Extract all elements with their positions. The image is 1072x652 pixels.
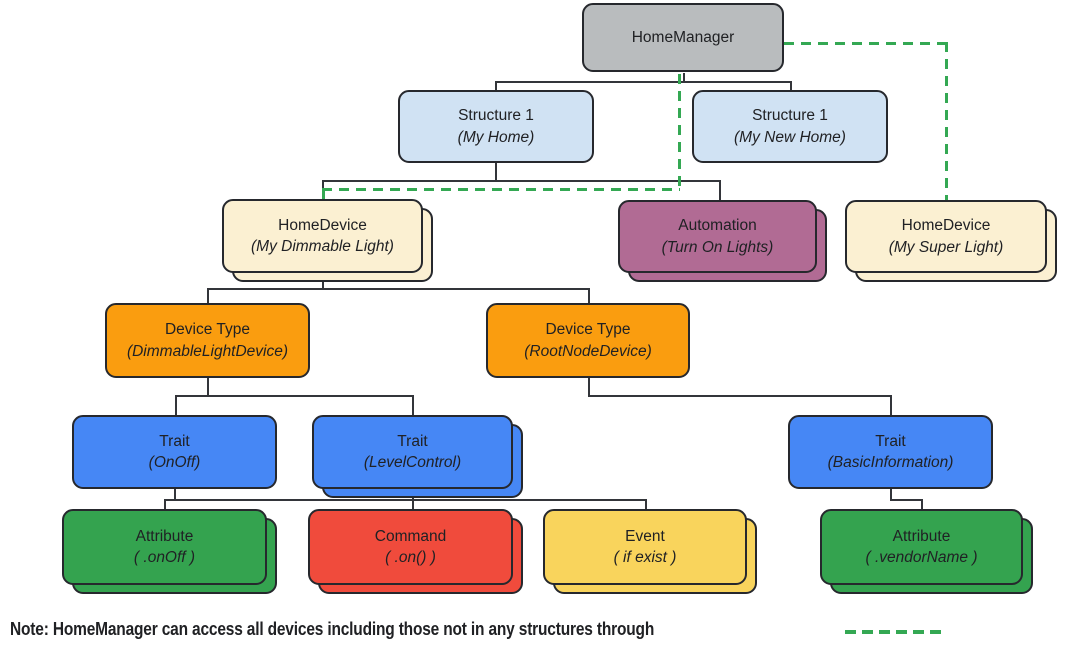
node-sublabel: (LevelControl)	[363, 454, 462, 471]
connector-line	[207, 288, 209, 303]
connector-line	[175, 395, 414, 397]
legend-dashed-line	[845, 630, 945, 634]
node-sublabel: ( .onOff )	[133, 549, 196, 566]
node-sublabel: ( if exist )	[613, 549, 677, 566]
connector-line	[588, 378, 590, 397]
node-label: Command	[374, 527, 447, 545]
connector-line	[495, 81, 497, 90]
connector-line	[412, 395, 414, 415]
node-label: HomeDevice	[901, 217, 991, 235]
node-label: HomeDevice	[278, 216, 367, 234]
node-sublabel: (BasicInformation)	[827, 454, 954, 471]
node-structure-1-my-new-home: Structure 1 (My New Home)	[692, 90, 888, 163]
node-sublabel: ( .vendorName )	[865, 549, 978, 566]
dashed-connector-line	[322, 190, 325, 200]
dashed-connector-line	[322, 188, 680, 191]
connector-line	[588, 288, 590, 303]
node-structure-1-my-home: Structure 1 (My Home)	[398, 90, 594, 163]
node-label: Trait	[159, 432, 190, 450]
connector-line	[588, 395, 892, 397]
connector-line	[174, 489, 176, 501]
connector-line	[207, 378, 209, 397]
node-sublabel: ( .on() )	[385, 549, 436, 566]
node-automation-turn-on-lights: Automation (Turn On Lights)	[618, 200, 817, 273]
node-label: Attribute	[135, 527, 194, 545]
connector-line	[164, 499, 647, 501]
node-label: Structure 1	[752, 107, 828, 125]
node-label: Device Type	[164, 321, 250, 339]
node-sublabel: (RootNodeDevice)	[524, 342, 652, 360]
connector-line	[719, 180, 721, 200]
connector-line	[790, 81, 792, 90]
connector-line	[495, 81, 792, 83]
dashed-connector-line	[784, 42, 947, 45]
node-sublabel: (Turn On Lights)	[661, 238, 774, 256]
node-label: HomeManager	[631, 28, 735, 46]
connector-line	[890, 499, 923, 501]
node-sublabel: (OnOff)	[148, 454, 201, 471]
node-label: Attribute	[892, 527, 951, 545]
node-sublabel: (My Super Light)	[888, 238, 1004, 256]
dashed-connector-line	[678, 74, 681, 190]
node-sublabel: (My Dimmable Light)	[251, 238, 394, 255]
connector-line	[890, 489, 892, 501]
node-sublabel: (My Home)	[457, 128, 535, 146]
node-attribute-onoff: Attribute ( .onOff )	[62, 509, 267, 585]
connector-line	[412, 489, 414, 510]
node-trait-onoff: Trait (OnOff)	[72, 415, 277, 489]
node-sublabel: (My New Home)	[734, 128, 846, 146]
connector-line	[921, 499, 923, 509]
connector-line	[322, 180, 721, 182]
connector-line	[890, 395, 892, 415]
connector-line	[207, 288, 590, 290]
node-sublabel: (DimmableLightDevice)	[126, 342, 289, 360]
node-label: Trait	[397, 432, 428, 450]
node-attribute-vendorname: Attribute ( .vendorName )	[820, 509, 1023, 585]
connector-line	[164, 499, 166, 509]
connector-line	[495, 163, 497, 182]
dashed-connector-line	[945, 42, 948, 201]
node-homedevice-my-super-light: HomeDevice (My Super Light)	[845, 200, 1047, 273]
connector-line	[645, 499, 647, 509]
node-label: Device Type	[545, 321, 631, 339]
footnote: Note: HomeManager can access all devices…	[10, 619, 655, 639]
node-device-type-rootnodedevice: Device Type (RootNodeDevice)	[486, 303, 690, 378]
node-label: Event	[625, 527, 665, 545]
node-homemanager: HomeManager	[582, 3, 784, 72]
node-trait-basicinformation: Trait (BasicInformation)	[788, 415, 993, 489]
node-label: Structure 1	[458, 107, 534, 125]
node-homedevice-my-dimmable-light: HomeDevice (My Dimmable Light)	[222, 199, 423, 273]
node-event-if-exist: Event ( if exist )	[543, 509, 747, 585]
node-command-on: Command ( .on() )	[308, 509, 513, 585]
node-label: Automation	[678, 217, 757, 235]
node-label: Trait	[875, 432, 906, 450]
node-device-type-dimmablelightdevice: Device Type (DimmableLightDevice)	[105, 303, 310, 378]
connector-line	[683, 73, 685, 82]
connector-line	[175, 395, 177, 415]
node-trait-levelcontrol: Trait (LevelControl)	[312, 415, 513, 489]
